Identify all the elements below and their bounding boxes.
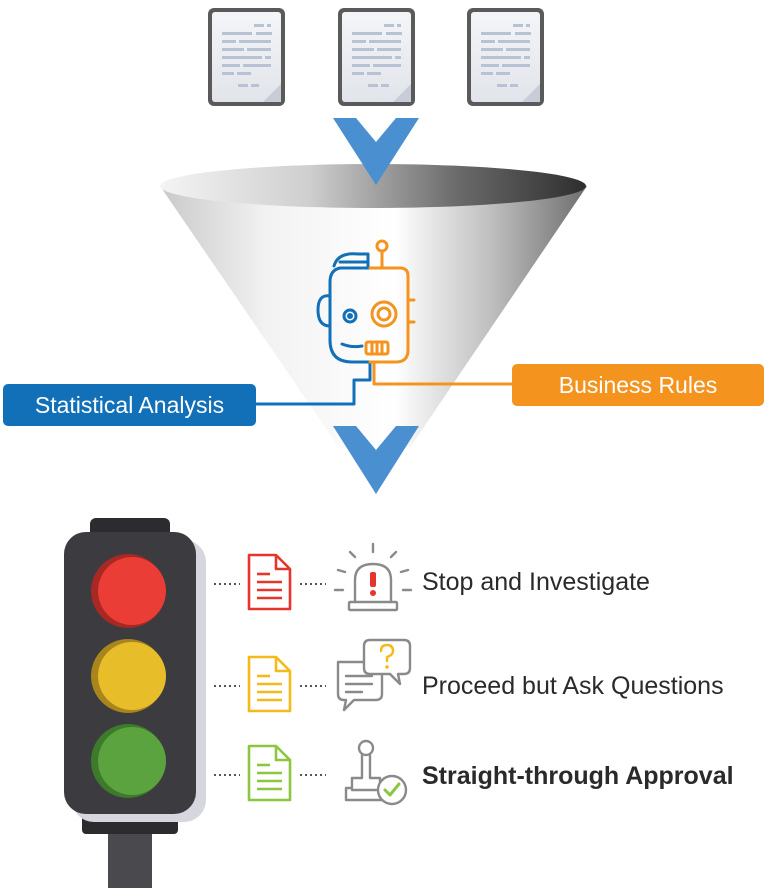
business-rules-text: Business Rules: [558, 371, 718, 398]
traffic-light: [64, 518, 206, 888]
outcome-row-approval: [214, 739, 408, 806]
red-light: [91, 554, 166, 628]
outcome-label-proceed: Proceed but Ask Questions: [422, 672, 724, 700]
yellow-light: [91, 639, 166, 713]
statistical-analysis-label: Statistical Analysis: [3, 384, 256, 426]
outcome-row-proceed: [214, 638, 412, 713]
outcome-label-approval: Straight-through Approval: [422, 762, 734, 790]
robot-head-icon: [254, 239, 514, 406]
chevron-down-icon: [333, 118, 419, 185]
chevron-down-icon: [333, 426, 419, 494]
input-document-2: [338, 8, 415, 106]
input-document-1: [208, 8, 285, 106]
green-document-icon: [247, 744, 292, 802]
statistical-analysis-text: Statistical Analysis: [34, 391, 225, 418]
red-document-icon: [247, 553, 292, 611]
green-light: [91, 724, 166, 798]
alarm-light-icon: [333, 542, 413, 612]
yellow-document-icon: [247, 655, 292, 713]
input-document-3: [467, 8, 544, 106]
approval-stamp-icon: [344, 739, 408, 806]
business-rules-label: Business Rules: [512, 364, 764, 406]
outcome-label-stop: Stop and Investigate: [422, 568, 650, 596]
outcome-row-stop: [214, 542, 413, 612]
question-chat-icon: [336, 638, 412, 712]
